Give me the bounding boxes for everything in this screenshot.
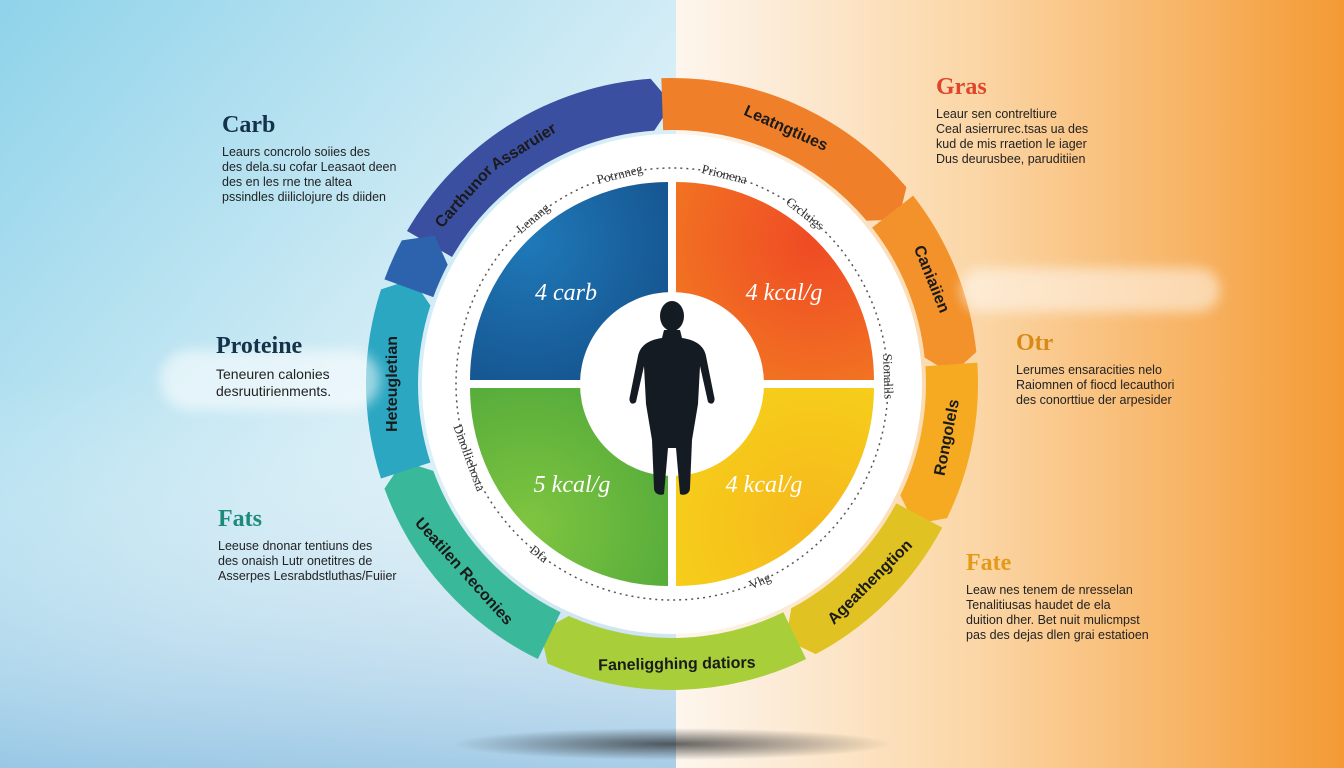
- right-panel-fate: Fate Leaw nes tenem de nresselan Tenalit…: [966, 550, 1176, 643]
- drop-shadow: [452, 728, 892, 760]
- ring-segment: [540, 612, 807, 690]
- ring-segment: [384, 461, 561, 660]
- quadrant-label-top-right: 4 kcal/g: [746, 280, 823, 306]
- ring-segment: [406, 78, 672, 258]
- quadrant-label-top-left: 4 carb: [535, 280, 597, 306]
- left-panel-fats: Fats Leeuse dnonar tentiuns des des onai…: [218, 506, 428, 584]
- left-panel-title: Fats: [218, 506, 262, 532]
- ring-segment: [366, 279, 431, 479]
- left-panel-proteine: Proteine Teneuren calonies desruutirienm…: [216, 333, 416, 400]
- dotted-orbit: [455, 167, 889, 601]
- ring-segment: [900, 362, 978, 524]
- ring-label: Faneligghing datiors: [598, 655, 756, 675]
- right-panel-otr: Otr Lerumes ensaracities nelo Raiomnen o…: [1016, 330, 1216, 408]
- inner-arc-label: Sionalils: [880, 353, 897, 399]
- right-panel-title: Otr: [1016, 330, 1054, 356]
- right-panel-gras: Gras Leaur sen contreltiure Ceal asierru…: [936, 74, 1136, 167]
- human-figure-icon: [629, 301, 715, 495]
- left-panel-text: Teneuren calonies desruutirienments.: [216, 366, 332, 399]
- left-panel-title: Proteine: [216, 333, 303, 359]
- quadrant-label-bottom-left: 5 kcal/g: [534, 472, 611, 498]
- left-panel-carb: Carb Leaurs concrolo soiies des des dela…: [222, 112, 422, 205]
- right-panel-text: Leaur sen contreltiure Ceal asierrurec.t…: [936, 107, 1089, 166]
- left-panel-text: Leaurs concrolo soiies des des dela.su c…: [222, 145, 397, 204]
- cloud-decoration-left: [160, 350, 380, 410]
- cloud-decoration-right: [960, 268, 1220, 312]
- right-panel-text: Lerumes ensaracities nelo Raiomnen of fi…: [1016, 363, 1175, 407]
- ring-label: Heteugletian: [384, 336, 401, 432]
- right-panel-title: Gras: [936, 74, 987, 100]
- ring-segment: [872, 195, 977, 375]
- ring-segment: [785, 503, 943, 655]
- right-panel-title: Fate: [966, 550, 1012, 576]
- left-panel-title: Carb: [222, 112, 276, 138]
- ring-segment: [661, 78, 907, 221]
- left-panel-text: Leeuse dnonar tentiuns des des onaish Lu…: [218, 539, 397, 583]
- right-panel-text: Leaw nes tenem de nresselan Tenalitiusas…: [966, 583, 1149, 642]
- ring-segment: [384, 235, 448, 298]
- quadrant-label-bottom-right: 4 kcal/g: [726, 472, 803, 498]
